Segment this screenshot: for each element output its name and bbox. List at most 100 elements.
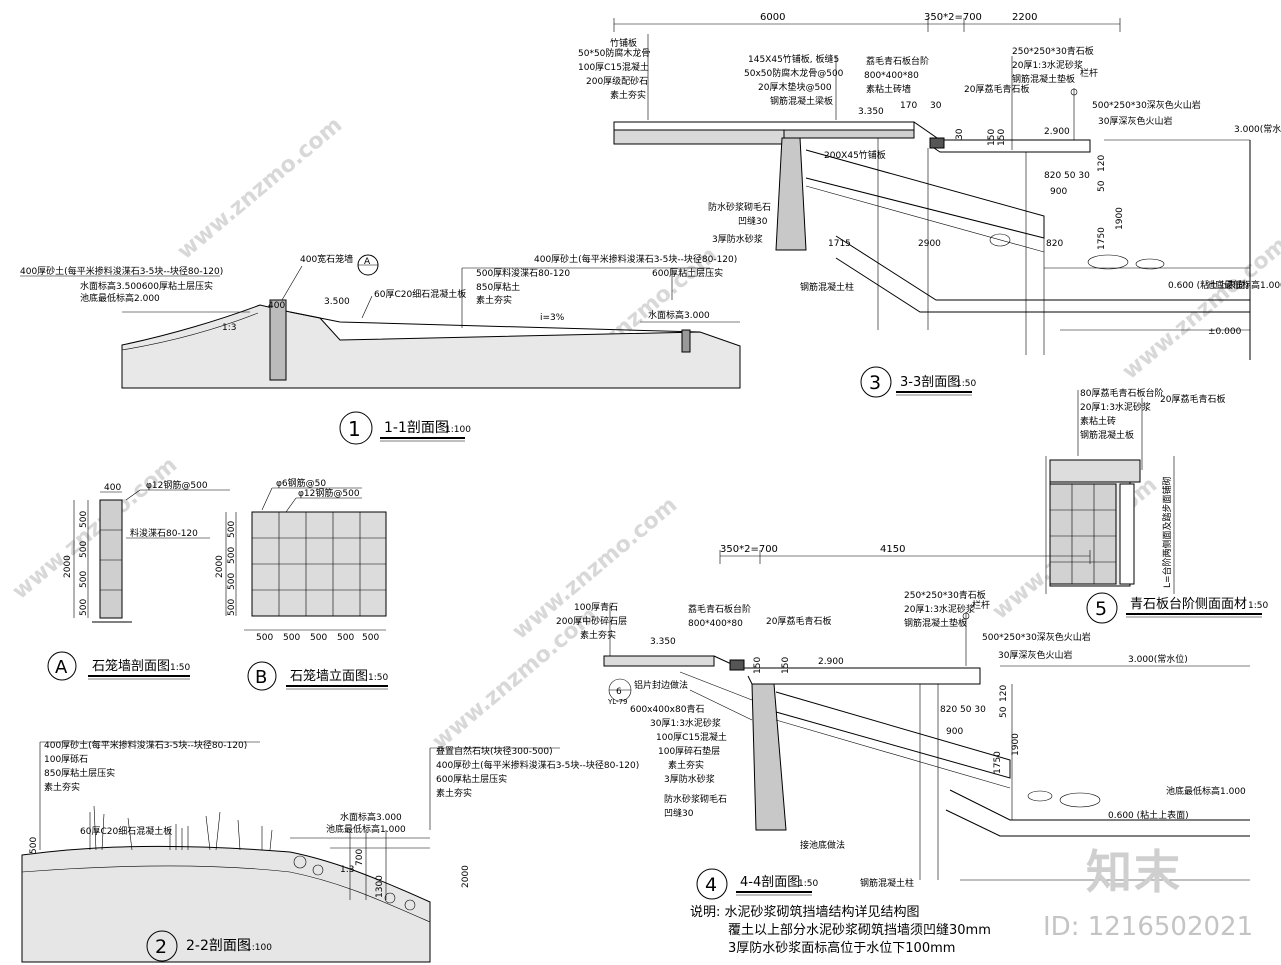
section-A-label: 500 — [79, 511, 89, 528]
section-1-label: 400宽石笼墙 — [300, 253, 353, 265]
section-4-label: 6 — [616, 687, 622, 697]
notes-text: 水泥砂浆砌筑挡墙结构详见结构图 — [724, 905, 920, 920]
section-4-label: 钢筋混凝土垫板 — [904, 617, 967, 629]
section-B-label: 500 — [227, 573, 237, 590]
section-4-label: 凹缝30 — [664, 807, 694, 819]
gabion-wall-1 — [269, 299, 287, 381]
section-4-label: 500*250*30深灰色火山岩 — [982, 631, 1091, 643]
section-3-label: 钢筋混凝土垫板 — [1012, 73, 1075, 85]
section-2-label: 400厚砂土(每平米掺料浚渫石3-5块--块径80-120) — [436, 759, 639, 771]
section-3-label: 50*50防腐木龙骨 — [578, 47, 650, 59]
section-4-label: 1900 — [1011, 733, 1021, 756]
section-3-label: 2.900 — [1044, 127, 1070, 137]
section-4-label: 100厚C15混凝土 — [656, 731, 727, 743]
section-B-label: 500 — [337, 633, 354, 643]
section-4-label: 素土夯实 — [668, 759, 704, 771]
section-3-label: 栏杆 — [1080, 67, 1098, 79]
section-4-label: 150 — [753, 657, 763, 674]
section-2-label: 素土夯实 — [436, 787, 472, 799]
section-3-label: 20厚木垫块@500 — [758, 81, 832, 93]
section-4-label: 50 — [999, 706, 1009, 718]
notes-line-0: 说明: 水泥砂浆砌筑挡墙结构详见结构图 — [690, 904, 1020, 922]
section-B-label: 500 — [227, 599, 237, 616]
section-2-label: 叠置自然石块(块径300-500) — [436, 745, 553, 757]
section-1-label: 水面标高3.500600厚粘土层压实 — [80, 280, 213, 292]
section-3-label: 3.000(常水位) — [1234, 123, 1281, 135]
section-3-label: 30 — [955, 128, 965, 140]
section-B-letter: B — [255, 667, 267, 688]
section-3-3: 6000 350*2=700 2200 竹铺板 50*50防腐木龙 — [578, 12, 1281, 398]
section-1-slab — [289, 311, 701, 333]
section-4-label: 3.350 — [650, 637, 676, 647]
section-3-label: 170 — [900, 101, 917, 111]
section-3-label: 荔毛青石板台阶 — [866, 55, 929, 67]
section-B-label: 500 — [362, 633, 379, 643]
section-A-letter: A — [55, 657, 68, 678]
section-1-label: i=3% — [540, 313, 565, 323]
section-1-label: 400 — [268, 301, 285, 311]
section-4-number: 4 — [705, 874, 717, 896]
section-3-label: 素土夯实 — [610, 89, 646, 101]
section-4-label: 100厚碎石垫层 — [658, 745, 720, 757]
section-5-label: 钢筋混凝土板 — [1080, 429, 1134, 441]
section-3-label: ±0.000 — [1208, 327, 1242, 337]
section-A-label: 料浚渫石80-120 — [130, 527, 198, 539]
section-1-1: 400厚砂土(每平米掺料浚渫石3-5块--块径80-120) 水面标高3.500… — [20, 253, 741, 445]
notes-line-1: 覆土以上部分水泥砂浆砌筑挡墙须凹缝30mm — [728, 923, 991, 938]
section-4-label: 铝片封边做法 — [634, 679, 688, 691]
section-1-label: 素土夯实 — [476, 294, 512, 306]
section-B-label: 500 — [227, 521, 237, 538]
section-1-label: 池底最低标高2.000 — [80, 292, 160, 304]
section-5-label: 80厚荔毛青石板台阶 — [1080, 387, 1163, 399]
section-4-label: 800*400*80 — [688, 619, 743, 629]
section-2-label: 600厚粘土层压实 — [436, 773, 507, 785]
section-3-label: 1750 — [1097, 227, 1107, 250]
image-id-label: ID: 1216502021 — [1043, 912, 1254, 942]
section-1-label: 500厚料浚渫石80-120 — [476, 267, 570, 279]
section-3-label: 凹缝30 — [738, 215, 768, 227]
section-A: 400 φ12钢筋@500 料浚渫石80-120 2000 500 500 50… — [47, 479, 230, 681]
section-3-label: 竹铺板 — [610, 37, 637, 49]
section-3-dim: 6000 — [760, 12, 785, 23]
section-A-label: 500 — [79, 599, 89, 616]
section-A-scale: 1:50 — [170, 663, 190, 673]
section-3-label: 900 — [1050, 187, 1067, 197]
section-3-label: 150 — [997, 129, 1007, 146]
section-B-label: 500 — [227, 547, 237, 564]
section-1-label: 850厚粘土 — [476, 281, 520, 293]
section-4-label: 120 — [999, 685, 1009, 702]
section-4-label: 3厚防水砂浆 — [664, 773, 715, 785]
section-4-label: 3.000(常水位) — [1128, 653, 1188, 665]
section-4-label: 2.900 — [818, 657, 844, 667]
section-1-label: 3.500 — [324, 297, 350, 307]
section-2-label: 500 — [29, 837, 39, 854]
retaining-wall-4 — [751, 683, 787, 831]
section-3-label: 820 50 30 — [1044, 171, 1090, 181]
section-5-label: L=台阶两侧面及踏步面铺砌 — [1161, 476, 1173, 588]
section-3-label: 120 — [1097, 155, 1107, 172]
section-4-label: 30厚深灰色火山岩 — [998, 649, 1072, 661]
section-2-label: 水面标高3.000 — [340, 811, 402, 823]
section-1-label: 60厚C20细石混凝土板 — [374, 288, 466, 300]
section-3-label: 防水砂浆砌毛石 — [708, 201, 771, 213]
section-4-scale: 1:50 — [798, 879, 818, 889]
notes-line-2: 3厚防水砂浆面标高位于水位下100mm — [728, 941, 956, 956]
section-4-4: 350*2=700 4150 100厚青石 200厚中砂碎石层 素土夯实 荔毛青… — [556, 544, 1250, 900]
section-3-label: 50x50防腐木龙骨@500 — [744, 67, 844, 79]
section-3-label: 50 — [1097, 180, 1107, 192]
section-3-label: 3厚防水砂浆 — [712, 233, 763, 245]
section-1-number: 1 — [348, 417, 361, 441]
section-3-label: 200X45竹铺板 — [824, 149, 886, 161]
section-1-label: 400厚砂土(每平米掺料浚渫石3-5块--块径80-120) — [20, 265, 223, 277]
section-B: φ6钢筋@50 φ12钢筋@500 2000 500 500 500 500 5… — [215, 477, 388, 691]
section-4-label: 150 — [781, 657, 791, 674]
section-4-dim: 350*2=700 — [720, 544, 778, 555]
notes-block: 说明: 水泥砂浆砌筑挡墙结构详见结构图 覆土以上部分水泥砂浆砌筑挡墙须凹缝30m… — [690, 904, 1020, 958]
section-3-label: 150 — [987, 129, 997, 146]
section-B-label: 500 — [310, 633, 327, 643]
section-4-label: 0.600 (粘土上表面) — [1108, 809, 1189, 821]
section-2-scale: 1:100 — [246, 943, 272, 953]
section-2-label: 1:3 — [340, 865, 354, 875]
section-1-label: 400厚砂土(每平米掺料浚渫石3-5块--块径80-120) — [534, 253, 737, 265]
section-3-label: 钢筋混凝土柱 — [800, 281, 854, 293]
